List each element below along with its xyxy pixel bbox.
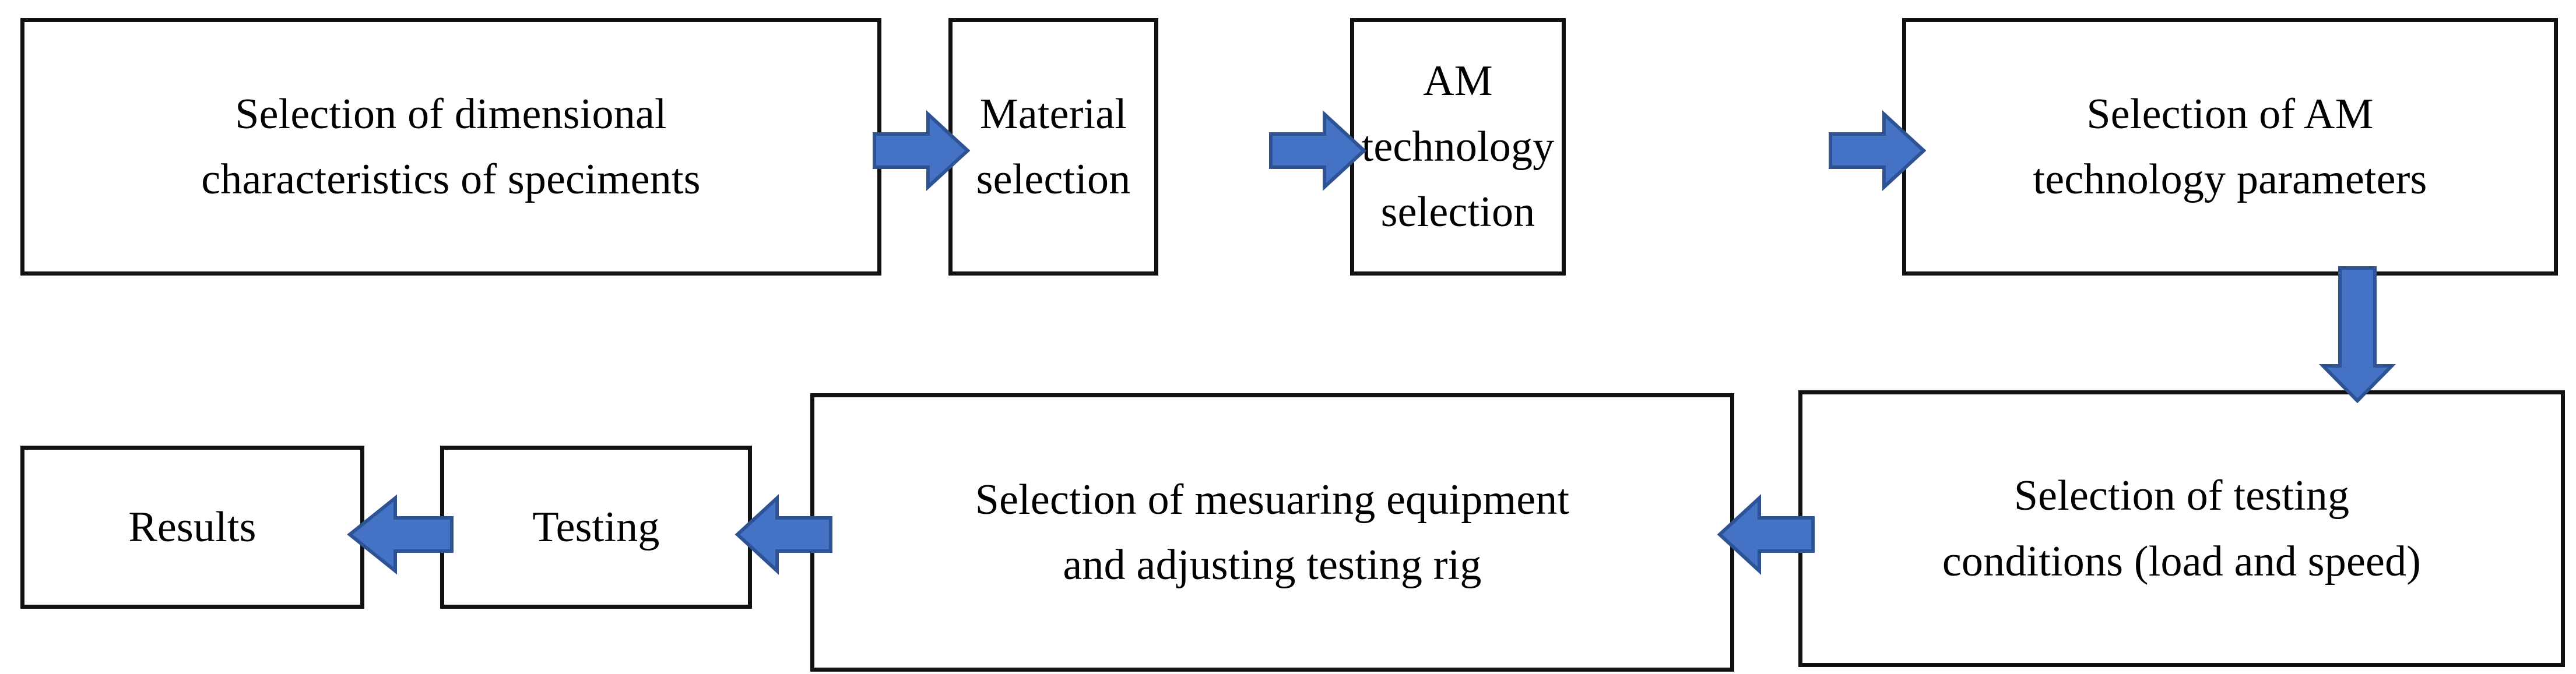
flow-node-label: Results (128, 503, 256, 551)
flow-node-label: Selection of mesuaring equipment and adj… (975, 475, 1570, 589)
arrow-left-icon-testing-to-results (347, 494, 454, 575)
flow-node-label: Testing (532, 503, 660, 551)
arrow-right-icon-dimensional-to-material (873, 110, 971, 191)
arrow-left-icon-measuring-to-testing (735, 494, 832, 575)
flow-node-label: Selection of AM technology parameters (2033, 90, 2427, 203)
flow-node-label: Material selection (976, 90, 1131, 203)
arrow-down-icon-parameters-to-testing-conditions (2318, 266, 2396, 404)
arrow-left-icon-conditions-to-measuring (1717, 494, 1815, 575)
arrow-right-icon-material-to-am-technology (1269, 110, 1367, 191)
flow-node-am-technology-selection[interactable]: AM technology selection (1350, 18, 1566, 276)
flow-node-testing[interactable]: Testing (440, 446, 752, 609)
flow-node-measuring-equipment[interactable]: Selection of mesuaring equipment and adj… (810, 393, 1734, 672)
flow-node-dimensional-characteristics[interactable]: Selection of dimensional characteristics… (20, 18, 881, 276)
flow-node-testing-conditions[interactable]: Selection of testing conditions (load an… (1798, 390, 2565, 667)
flow-node-label: AM technology selection (1361, 57, 1555, 237)
flow-node-results[interactable]: Results (20, 446, 364, 609)
flow-node-label: Selection of dimensional characteristics… (201, 90, 701, 203)
flow-node-material-selection[interactable]: Material selection (948, 18, 1158, 276)
flow-node-label: Selection of testing conditions (load an… (1942, 472, 2422, 585)
arrow-right-icon-am-technology-to-parameters (1829, 110, 1927, 191)
flow-node-am-technology-parameters[interactable]: Selection of AM technology parameters (1902, 18, 2558, 276)
